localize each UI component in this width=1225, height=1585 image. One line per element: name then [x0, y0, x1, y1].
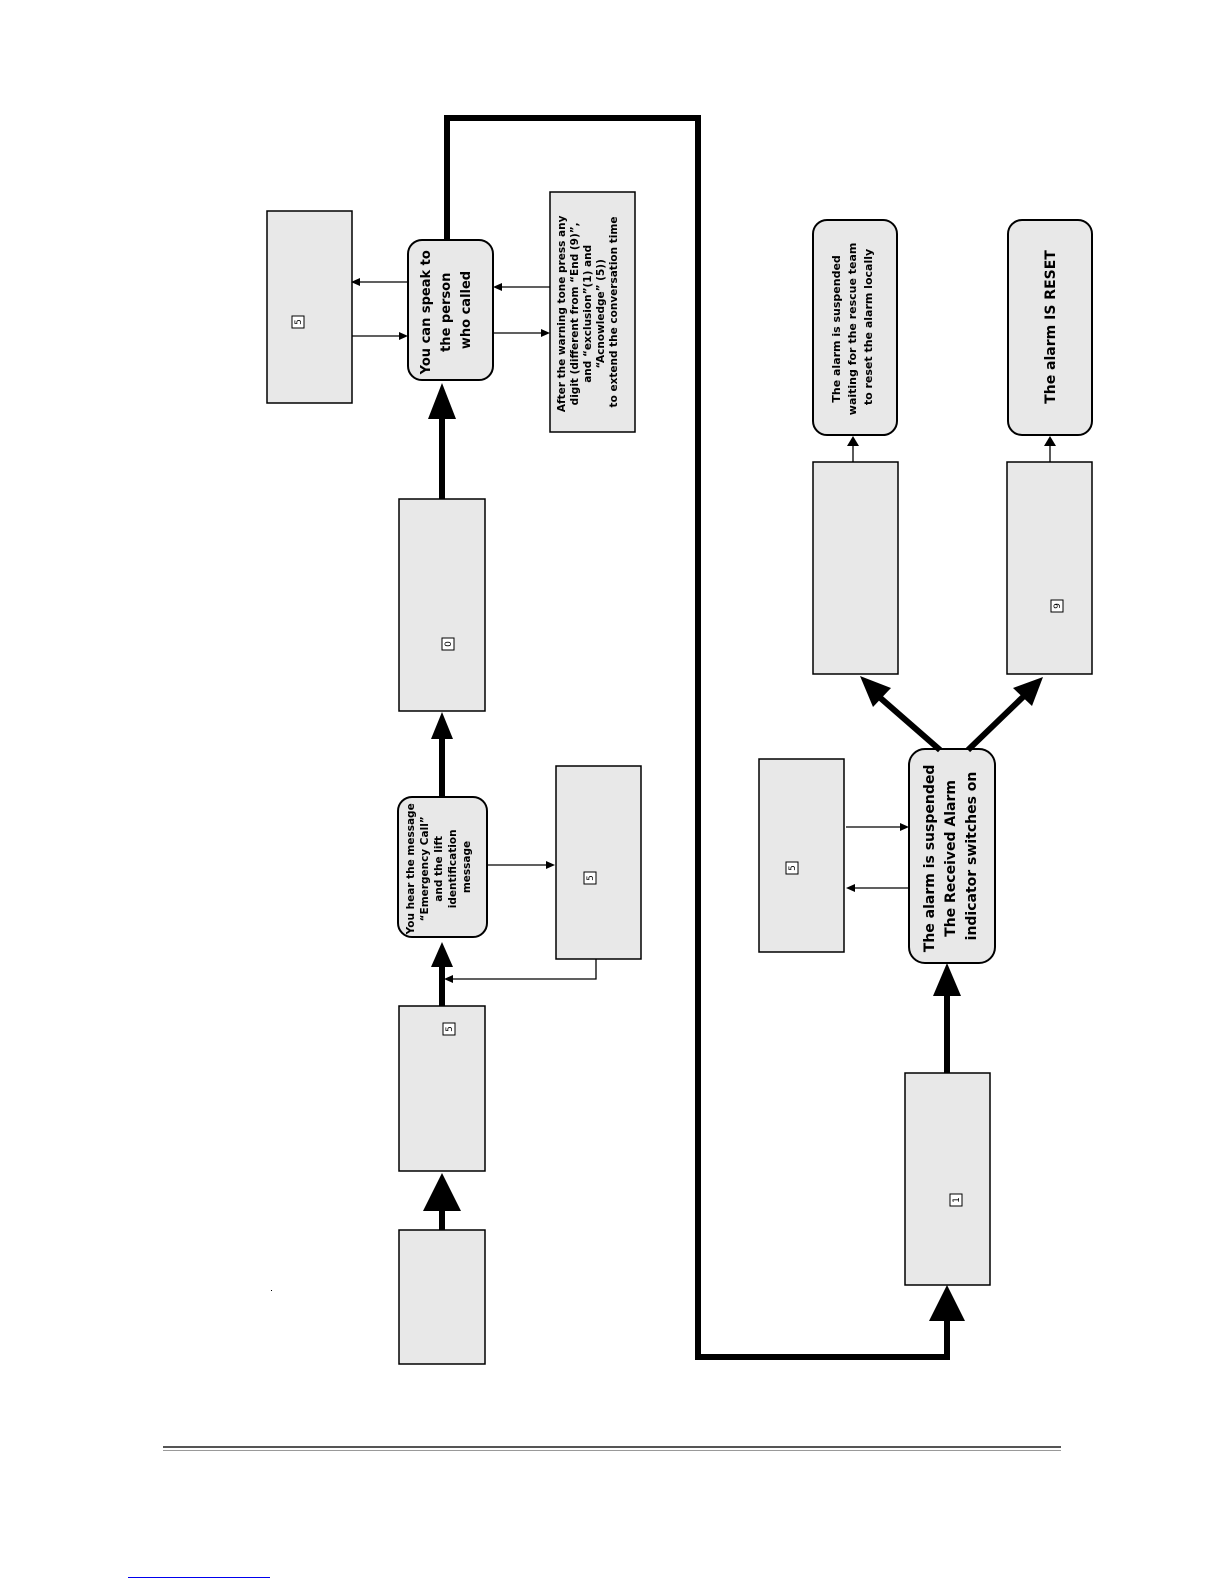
arrowhead-note-to-speak	[493, 283, 502, 291]
arrowhead-speak-to-note	[541, 329, 550, 337]
arrowhead-start-to-key5	[423, 1173, 461, 1211]
key-5-icon	[291, 315, 305, 329]
key-9-icon	[1050, 599, 1064, 613]
arrowhead-top5-to-speak	[399, 332, 408, 340]
reset-text: The alarm IS RESET	[1043, 250, 1059, 404]
arrowhead-side5-to-suspended	[900, 823, 909, 831]
arrowhead-upper-to-waiting	[847, 436, 859, 446]
press-5-box	[398, 1005, 486, 1172]
suspended-box	[908, 748, 996, 964]
arrowhead-hear-to-key0	[431, 712, 453, 739]
top-press-5-box	[266, 210, 353, 404]
stray-dot	[271, 1290, 272, 1291]
key-5-label: 5	[294, 319, 304, 325]
arrowhead-suspended-to-upper	[860, 676, 891, 707]
connector-loop	[444, 115, 950, 1360]
key-1-icon	[949, 1193, 963, 1207]
key-5-icon	[785, 861, 799, 875]
key-0-label: 0	[444, 641, 454, 647]
key-5-label: 5	[445, 1026, 455, 1032]
arrowhead-side5-return	[444, 975, 453, 983]
arrowhead-suspended-to-side5	[846, 884, 855, 892]
speak-box	[407, 239, 494, 381]
speak-text: You can speak to the person who called	[419, 246, 474, 376]
arrowhead-9-to-reset	[1044, 436, 1056, 446]
press-0-box	[398, 498, 486, 712]
bottom-link-underline	[128, 1577, 270, 1578]
reset-box	[1007, 219, 1093, 436]
press-9-box	[1006, 461, 1093, 675]
arrowhead-suspended-to-lower	[1013, 677, 1043, 706]
arrowhead-key1-to-suspended	[933, 963, 961, 996]
hear-message-text: You hear the message “Emergency Call” an…	[405, 800, 473, 936]
arrowhead-key5-to-hear	[431, 942, 453, 967]
arrow-suspended-to-lower	[965, 693, 1027, 753]
suspended-text: The alarm is suspended The Received Alar…	[922, 760, 980, 952]
extend-note-text: After the warning tone press any digit (…	[556, 212, 620, 412]
key-9-label: 9	[1053, 603, 1063, 609]
key-5-icon	[583, 871, 597, 885]
key-5-icon	[442, 1022, 456, 1036]
arrow-side5-return	[452, 959, 597, 980]
side-press-5-box	[555, 765, 642, 960]
key-1-label: 1	[952, 1197, 962, 1203]
key-0-icon	[441, 637, 455, 651]
footer-rule	[163, 1446, 1061, 1448]
upper-empty-box	[812, 461, 899, 675]
waiting-text: The alarm is suspended waiting for the r…	[830, 239, 875, 415]
press-1-box	[904, 1072, 991, 1286]
key-5-label: 5	[586, 875, 596, 881]
key-5-label: 5	[788, 865, 798, 871]
start-box	[398, 1229, 486, 1365]
arrowhead-speak-to-top5	[351, 278, 360, 286]
arrow-suspended-to-upper	[875, 692, 942, 753]
footer-rule-thin	[163, 1450, 1061, 1451]
arrowhead-hear-to-side5	[546, 861, 555, 869]
arrowhead-key0-to-speak	[428, 383, 456, 419]
extend-note-box	[549, 191, 636, 433]
waiting-box	[812, 219, 898, 436]
suspended-press-5-box	[758, 758, 845, 953]
arrowhead-connector-to-key1	[929, 1285, 965, 1321]
